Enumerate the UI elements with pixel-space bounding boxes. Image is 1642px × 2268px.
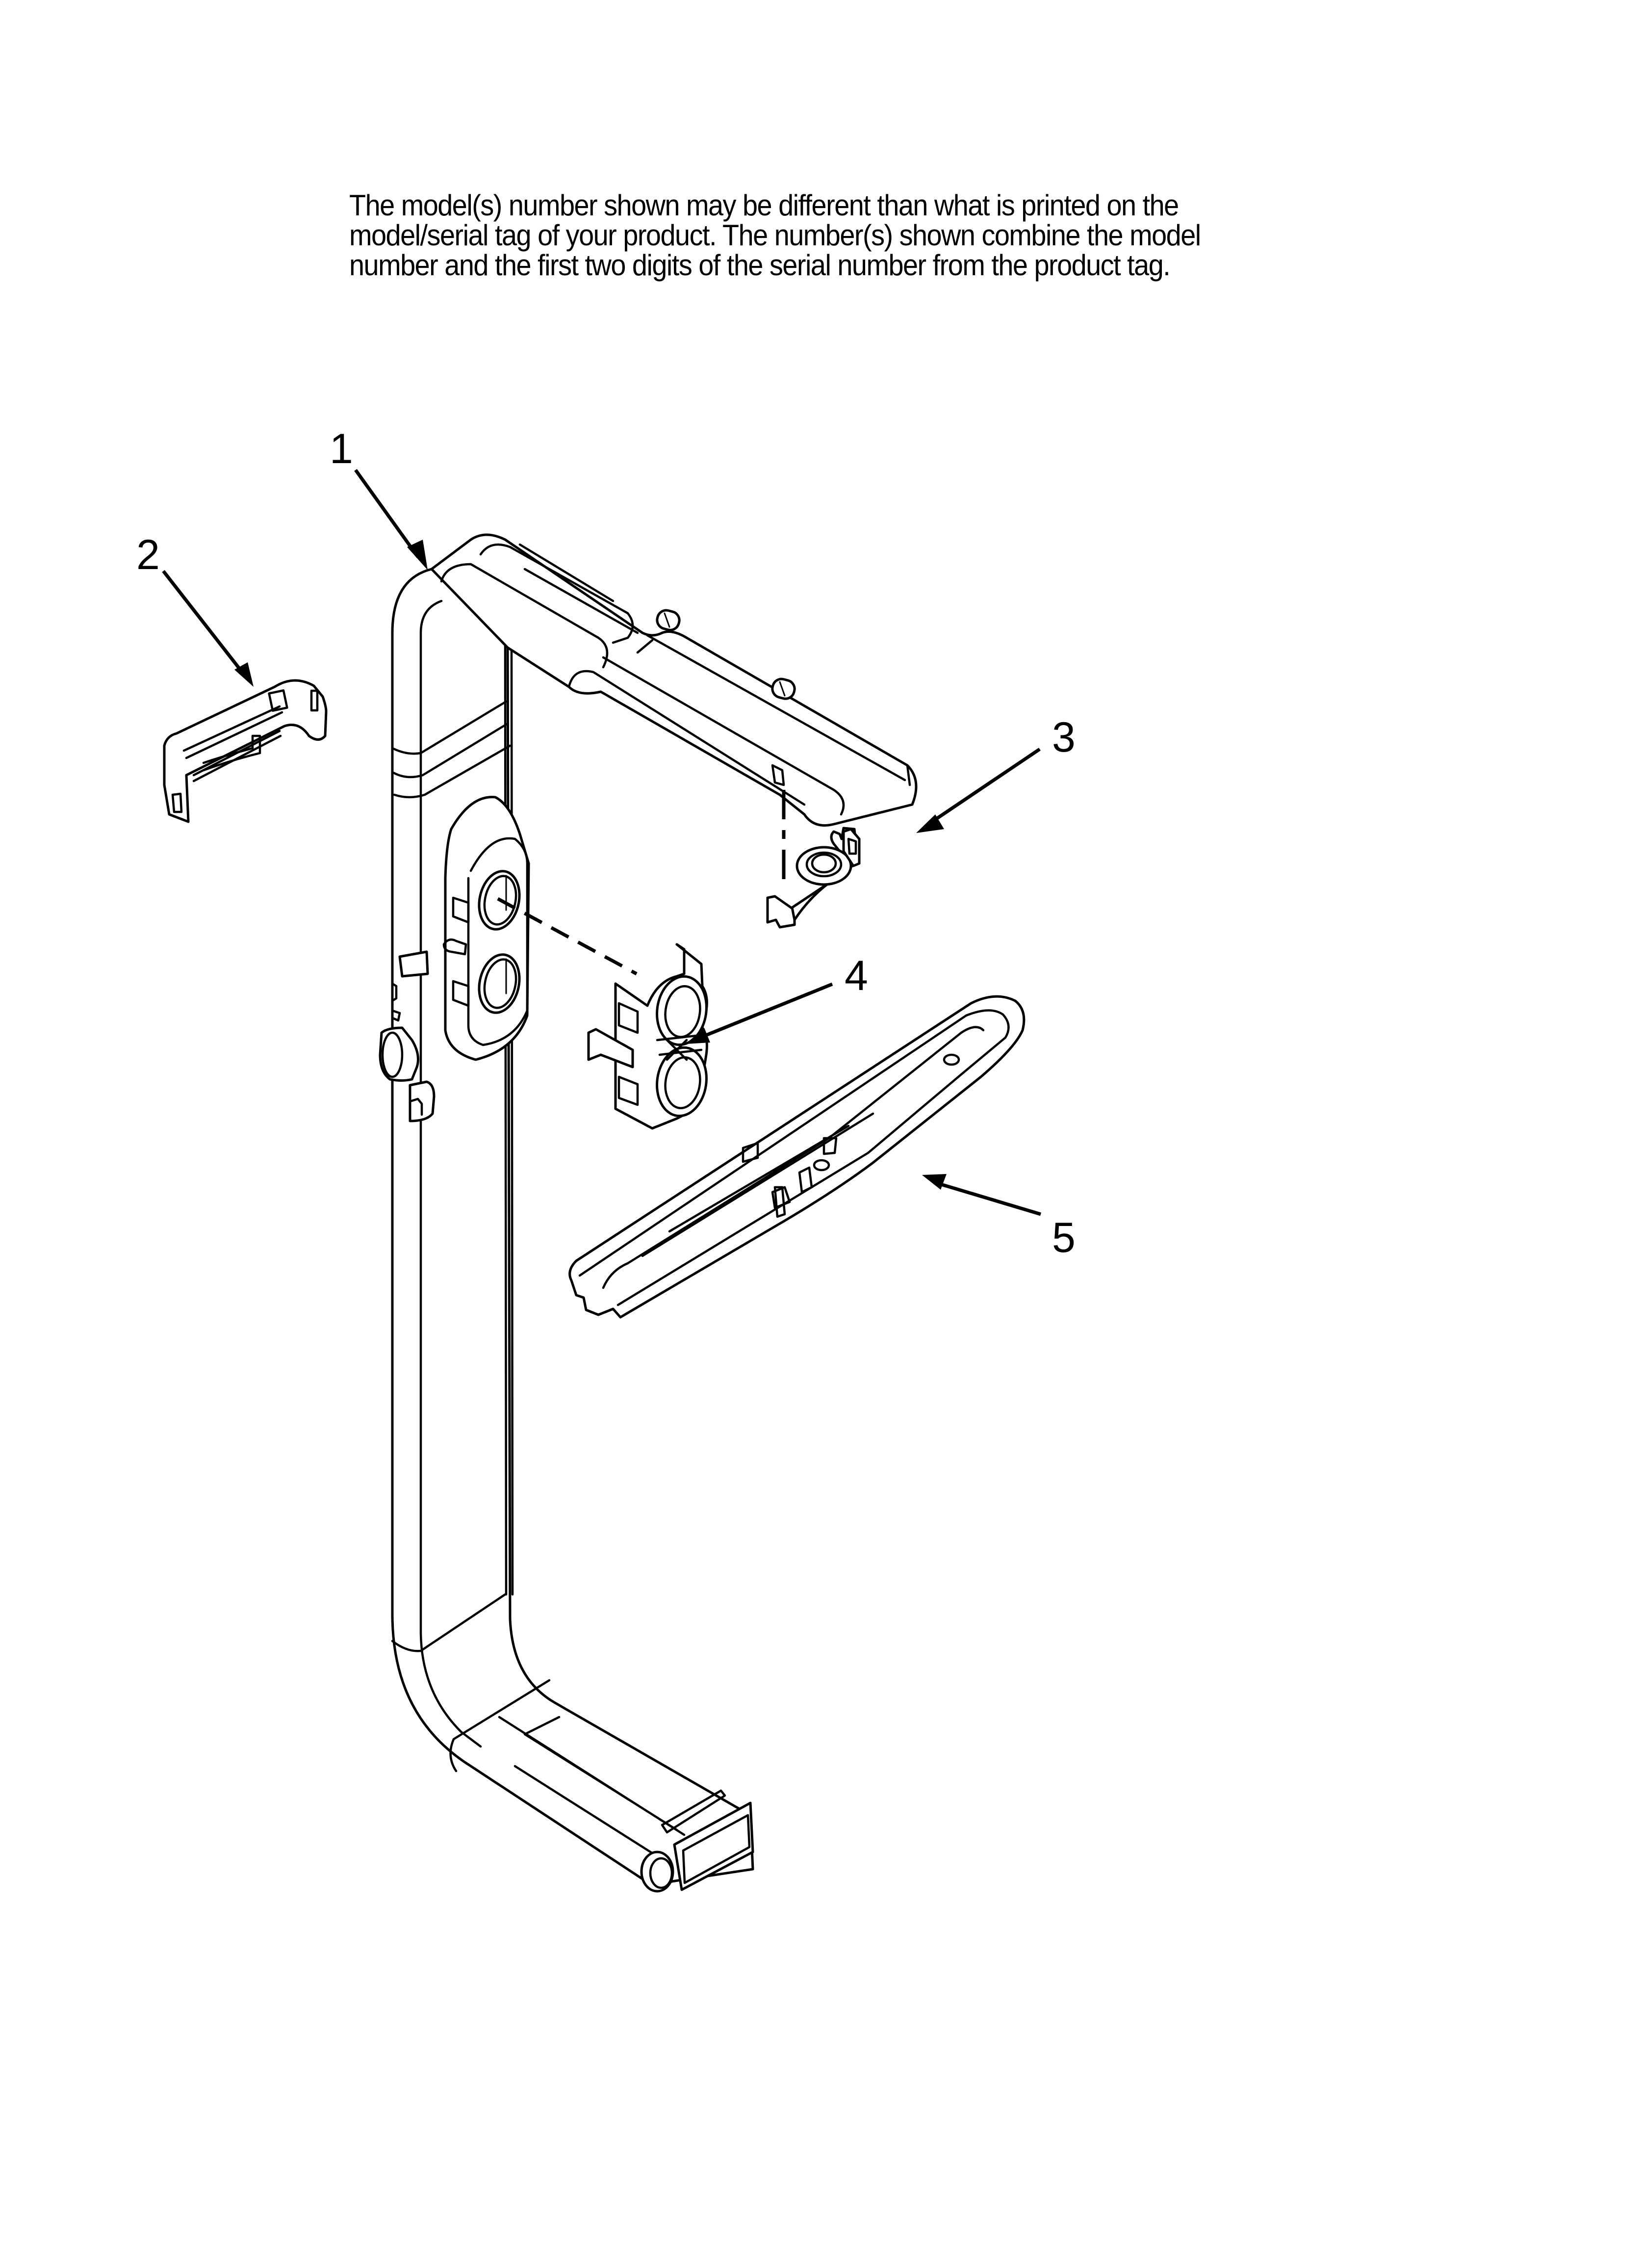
callout-3-leader <box>916 748 1041 833</box>
part-4-dashed-alignment <box>497 897 638 976</box>
callout-1-leader <box>354 469 428 570</box>
callout-label-1: 1 <box>330 425 353 472</box>
part-2-clip[interactable] <box>163 679 328 823</box>
model-number-notice: The model(s) number shown may be differe… <box>349 190 1261 280</box>
callout-label-3: 3 <box>1052 714 1076 761</box>
part-3-bracket[interactable] <box>766 827 861 929</box>
notice-line-2: model/serial tag of your product. The nu… <box>349 219 1201 252</box>
callout-2-leader <box>162 570 254 687</box>
part-5-spray-arm[interactable] <box>568 995 1026 1319</box>
notice-line-1: The model(s) number shown may be differe… <box>349 189 1179 222</box>
callout-4-leader <box>686 982 833 1044</box>
callout-label-2: 2 <box>136 531 160 578</box>
callout-label-4: 4 <box>845 952 868 999</box>
callout-label-5: 5 <box>1052 1214 1076 1261</box>
part-4-diverter-housing[interactable] <box>587 943 711 1130</box>
callout-5-leader <box>922 1174 1042 1216</box>
notice-line-3: number and the first two digits of the s… <box>349 249 1171 282</box>
part-1-manifold[interactable] <box>379 533 918 1893</box>
